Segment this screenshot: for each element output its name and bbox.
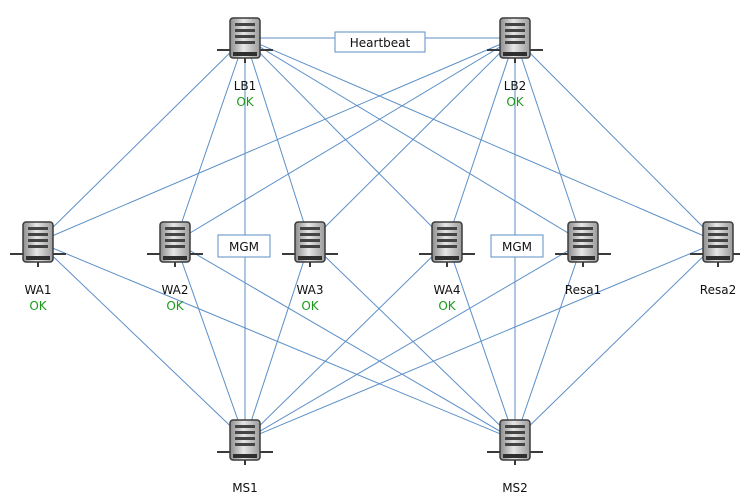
node-label: LB2	[504, 79, 527, 93]
edge-wa4-ms1	[244, 241, 448, 441]
mgm-label-2: MGM	[502, 240, 532, 254]
node-wa2[interactable]: WA2 OK	[146, 221, 204, 313]
node-label: WA1	[24, 283, 51, 297]
node-wa4[interactable]: WA4 OK	[418, 221, 476, 313]
server-icon	[146, 221, 204, 268]
node-wa1[interactable]: WA1 OK	[9, 221, 67, 313]
edge-lb2-wa2	[174, 37, 516, 243]
server-icon	[216, 17, 274, 64]
mgm-box-1: MGM	[217, 234, 271, 258]
node-label: WA2	[161, 283, 188, 297]
server-icon	[418, 221, 476, 268]
connection-lines	[37, 37, 719, 441]
node-status: OK	[301, 299, 319, 313]
node-status: OK	[506, 95, 524, 109]
node-status: OK	[438, 299, 456, 313]
edge-lb1-resa1	[244, 37, 584, 243]
edge-lb1-wa4	[244, 37, 448, 243]
node-label: Resa2	[700, 283, 736, 297]
edge-wa2-ms1	[174, 241, 246, 441]
server-icon	[554, 221, 612, 268]
heartbeat-box: Heartbeat	[334, 31, 426, 53]
edge-resa1-ms1	[244, 241, 584, 441]
node-ms2[interactable]: MS2	[486, 419, 544, 495]
edge-lb2-resa1	[514, 37, 584, 243]
node-lb2[interactable]: LB2 OK	[486, 17, 544, 109]
edge-resa2-ms1	[244, 241, 719, 441]
node-lb1[interactable]: LB1 OK	[216, 17, 274, 109]
edge-lb2-wa4	[446, 37, 516, 243]
node-status: OK	[166, 299, 184, 313]
edge-wa1-ms2	[37, 241, 516, 441]
node-status: OK	[29, 299, 47, 313]
edge-lb2-wa1	[37, 37, 516, 243]
server-icon	[486, 17, 544, 64]
heartbeat-label: Heartbeat	[350, 36, 411, 50]
edge-wa1-ms1	[37, 241, 246, 441]
node-label: WA3	[296, 283, 323, 297]
edge-lb2-resa2	[514, 37, 719, 243]
edge-wa3-ms2	[309, 241, 516, 441]
server-icon	[216, 419, 274, 466]
edge-lb1-wa2	[174, 37, 246, 243]
node-label: WA4	[433, 283, 460, 297]
node-resa2[interactable]: Resa2	[689, 221, 740, 297]
server-icon	[486, 419, 544, 466]
edge-resa2-ms2	[514, 241, 719, 441]
node-wa3[interactable]: WA3 OK	[281, 221, 339, 313]
server-icon	[689, 221, 740, 268]
node-status: OK	[236, 95, 254, 109]
edge-lb2-wa3	[309, 37, 516, 243]
node-label: MS1	[232, 481, 258, 495]
mgm-label-1: MGM	[229, 240, 259, 254]
node-label: LB1	[234, 79, 257, 93]
edge-lb1-wa1	[37, 37, 246, 243]
edge-resa1-ms2	[514, 241, 584, 441]
node-resa1[interactable]: Resa1	[554, 221, 612, 297]
mgm-box-2: MGM	[490, 234, 544, 258]
node-ms1[interactable]: MS1	[216, 419, 274, 495]
node-label: MS2	[502, 481, 528, 495]
edge-wa2-ms2	[174, 241, 516, 441]
node-label: Resa1	[565, 283, 601, 297]
edge-wa3-ms1	[244, 241, 311, 441]
